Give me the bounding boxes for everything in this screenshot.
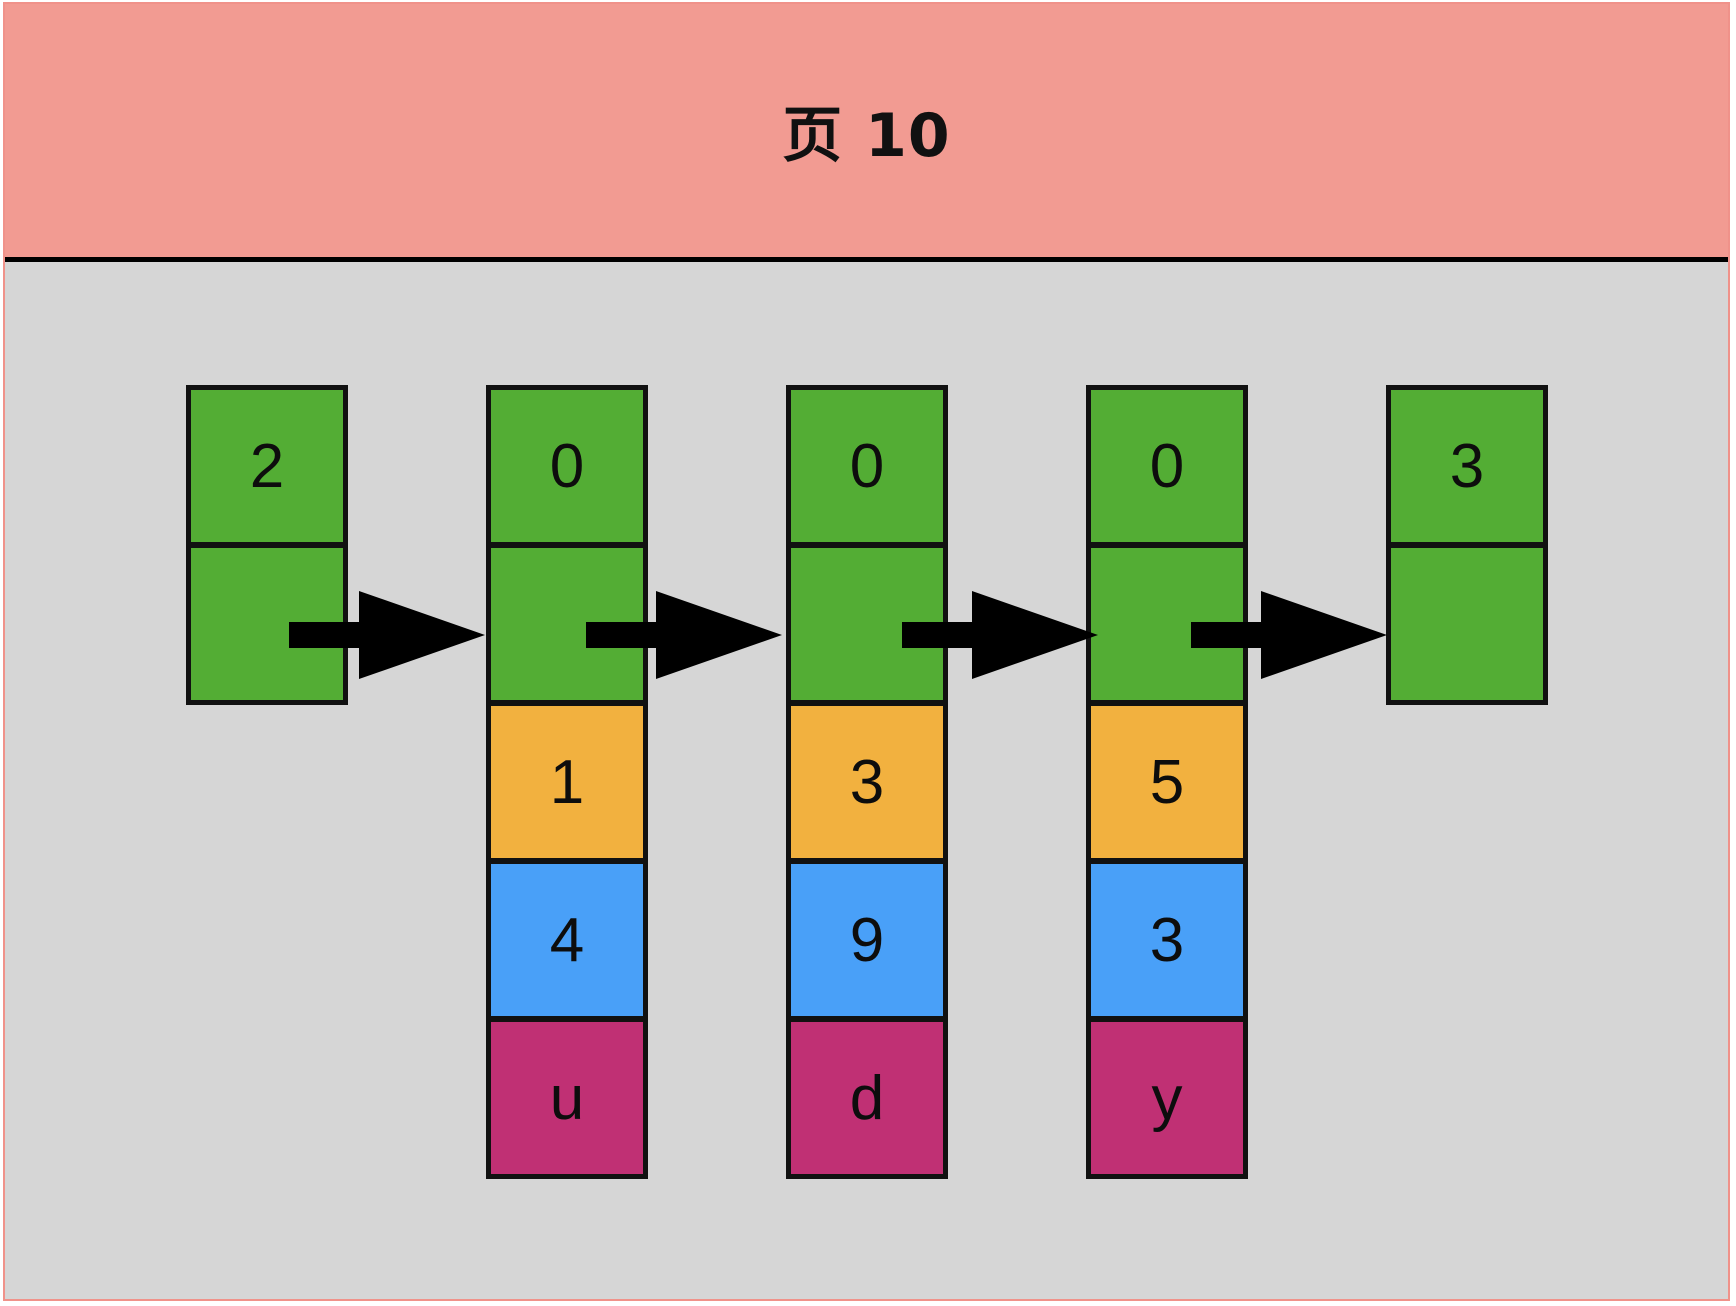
record-1-cell-4: u (486, 1017, 648, 1179)
record-4-cell-1 (1386, 543, 1548, 705)
record-3-cell-4: y (1086, 1017, 1248, 1179)
record-2-cell-0: 0 (786, 385, 948, 547)
next-pointer-arrow-icon (1191, 591, 1387, 679)
record-3-cell-3: 3 (1086, 859, 1248, 1021)
page-title: 页 10 (782, 101, 951, 171)
record-4-cell-0: 3 (1386, 385, 1548, 547)
record-1-cell-2: 1 (486, 701, 648, 863)
record-2-cell-2: 3 (786, 701, 948, 863)
record-1-cell-0: 0 (486, 385, 648, 547)
record-2-cell-3: 9 (786, 859, 948, 1021)
record-3-cell-0: 0 (1086, 385, 1248, 547)
record-2-cell-4: d (786, 1017, 948, 1179)
next-pointer-arrow-icon (586, 591, 782, 679)
next-pointer-arrow-icon (289, 591, 485, 679)
record-0-cell-0: 2 (186, 385, 348, 547)
next-pointer-arrow-icon (902, 591, 1098, 679)
page-header: 页 10 (5, 4, 1728, 262)
record-1-cell-3: 4 (486, 859, 648, 1021)
record-3-cell-2: 5 (1086, 701, 1248, 863)
page-frame: 页 10 2 0 1 4 u 0 3 9 d 0 5 3 y 3 (3, 2, 1730, 1301)
